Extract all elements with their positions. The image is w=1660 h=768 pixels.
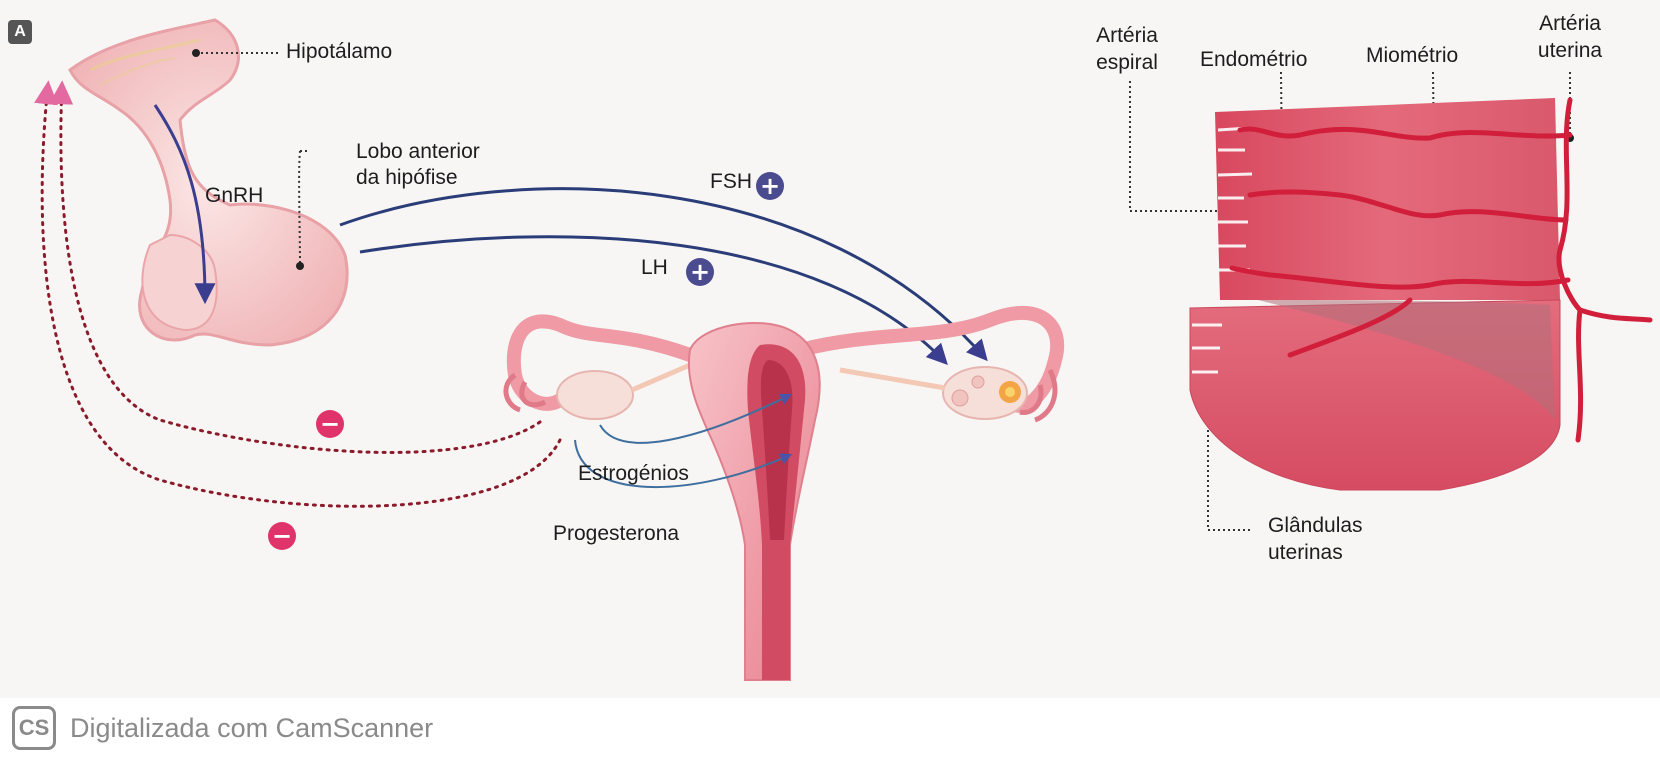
negative-feedback-arrows xyxy=(34,80,562,508)
scanner-footer xyxy=(0,698,1660,768)
label-lobo-anterior-line2: da hipófise xyxy=(356,166,458,189)
lh-arrow xyxy=(359,235,948,366)
camscanner-watermark-text: Digitalizada com CamScanner xyxy=(70,713,434,743)
label-glandulas-line2: uterinas xyxy=(1268,541,1343,564)
label-glandulas-line1: Glândulas xyxy=(1268,514,1363,537)
label-lobo-anterior-line1: Lobo anterior xyxy=(356,140,480,163)
label-endometrio: Endométrio xyxy=(1200,48,1308,71)
label-lh: LH xyxy=(641,256,668,279)
camscanner-logo: CS xyxy=(12,706,56,750)
hypothalamus-pituitary-illustration xyxy=(68,18,349,347)
label-hipotalamo: Hipotálamo xyxy=(286,40,393,63)
lh-plus-badge: + xyxy=(686,258,714,286)
label-estrogenios: Estrogénios xyxy=(578,462,689,485)
fsh-arrow xyxy=(339,187,988,362)
label-arteria-uterina-line2: uterina xyxy=(1537,39,1603,62)
fsh-plus-badge: + xyxy=(756,172,784,200)
label-fsh: FSH xyxy=(710,170,752,193)
label-miometrio: Miométrio xyxy=(1366,44,1459,67)
panel-label: A xyxy=(8,20,32,44)
uterus-ovaries-illustration xyxy=(503,305,1065,681)
gnrh-arrow xyxy=(153,104,216,305)
label-arteria-espiral-line1: Artéria xyxy=(1096,24,1158,47)
label-gnrh: GnRH xyxy=(205,184,264,207)
feedback-minus-badge-2: − xyxy=(268,522,296,550)
label-progesterona: Progesterona xyxy=(553,522,680,545)
label-arteria-uterina-line1: Artéria xyxy=(1539,12,1601,35)
hormone-arrows xyxy=(339,187,988,366)
endometrium-block-illustration xyxy=(1189,97,1653,491)
label-arteria-espiral-line2: espiral xyxy=(1096,51,1158,74)
feedback-minus-badge-1: − xyxy=(316,410,344,438)
